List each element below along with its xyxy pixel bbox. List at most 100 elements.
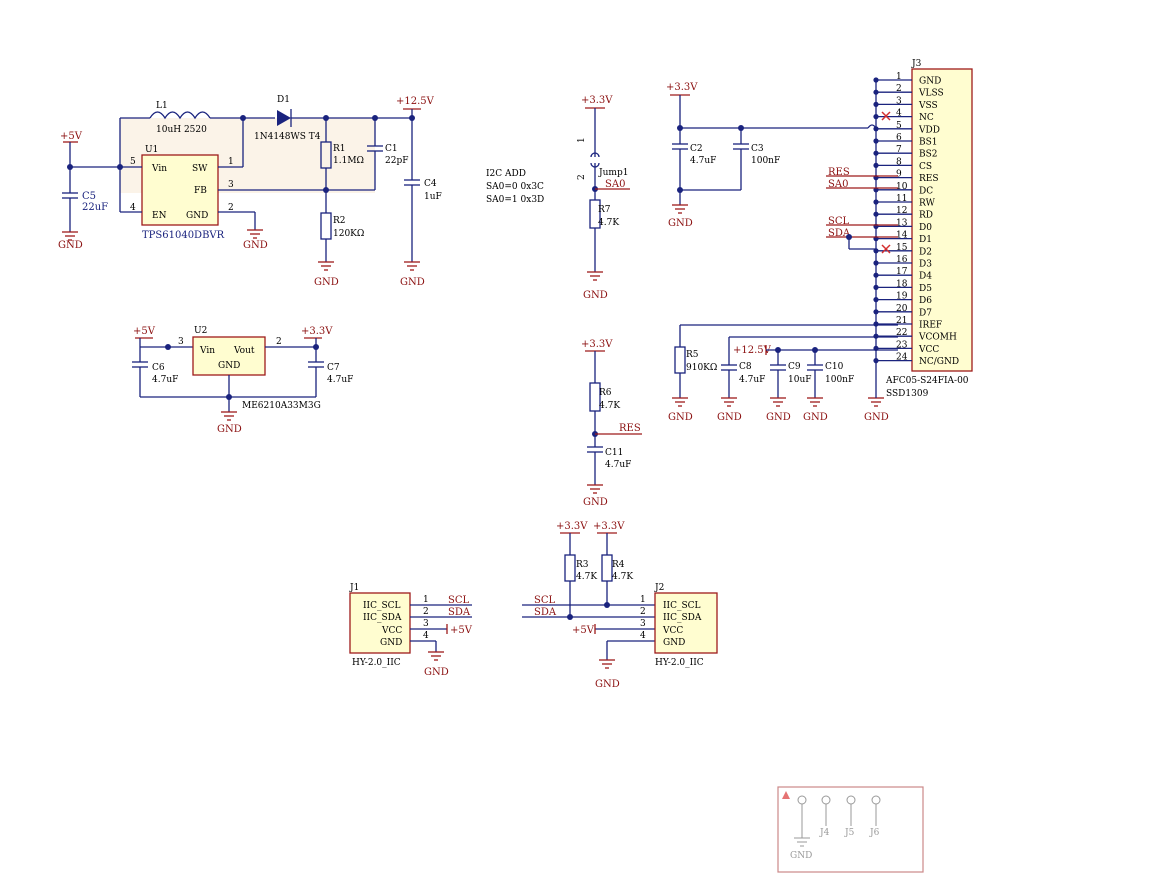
j2-vcc-net: +5V <box>572 625 595 636</box>
j1-pin4: GND <box>380 638 402 648</box>
hole-j5: J5 <box>844 828 855 838</box>
note-line-2: SA0=0 0x3C <box>486 182 544 192</box>
p33-label: +3.3V <box>301 326 333 337</box>
j3-pin-number: 4 <box>896 109 902 119</box>
j1-pin2: IIC_SDA <box>363 613 402 623</box>
j3-pin-number: 17 <box>896 267 908 277</box>
res-net: RES <box>619 423 641 434</box>
u1-p1: 1 <box>228 157 234 167</box>
u1-sw: SW <box>192 164 208 174</box>
u2-ref: U2 <box>194 326 207 336</box>
u1-p4: 4 <box>130 203 136 213</box>
u1-ref: U1 <box>145 145 158 155</box>
j2-ref: J2 <box>654 583 664 593</box>
j3-pin-number: 8 <box>896 157 902 167</box>
j2-body <box>654 592 718 654</box>
i2c-address-note: I2C ADD SA0=0 0x3C SA0=1 0x3D <box>486 169 544 205</box>
sa0-net: SA0 <box>605 179 625 190</box>
gnd-label: GND <box>583 497 608 508</box>
j1-vcc-net: +5V <box>450 625 473 636</box>
j3-pin-number: 3 <box>896 96 902 106</box>
r7-ref: R7 <box>598 205 611 215</box>
j1-ref: J1 <box>349 583 359 593</box>
hole-gnd: GND <box>790 851 812 861</box>
jump1-p2: 2 <box>577 174 587 180</box>
j1-pin1: IIC_SCL <box>363 601 401 611</box>
j1-pin3: VCC <box>381 626 402 636</box>
gnd-label: GND <box>217 424 242 435</box>
jump1-ref: Jump1 <box>598 168 628 178</box>
l1-ref: L1 <box>156 101 168 111</box>
p33-label: +3.3V <box>581 95 613 106</box>
j2-sda-net: SDA <box>534 607 557 618</box>
r1-val: 1.1MΩ <box>333 156 364 166</box>
c8-val: 4.7uF <box>739 375 765 385</box>
j3-pin-label: DC <box>919 186 933 196</box>
c5-ref: C5 <box>82 191 96 202</box>
p125-label: +12.5V <box>396 96 435 107</box>
gnd-label: GND <box>803 412 828 423</box>
j3-body <box>911 68 973 372</box>
j3-pin-number: 16 <box>896 255 908 265</box>
r1-ref: R1 <box>333 144 346 154</box>
j1-scl-net: SCL <box>448 595 470 606</box>
j2-part: HY-2.0_IIC <box>655 658 704 668</box>
u2-part: ME6210A33M3G <box>242 401 321 411</box>
j3-part2: SSD1309 <box>886 389 929 399</box>
j3-pin-label: D2 <box>919 247 932 257</box>
u2-gnd: GND <box>218 361 240 371</box>
r3-ref: R3 <box>576 560 589 570</box>
j3-pin-label: BS1 <box>919 138 938 148</box>
j3-pin-label: IREF <box>919 321 942 331</box>
gnd-label: GND <box>58 240 83 251</box>
r2-ref: R2 <box>333 216 346 226</box>
j3-pin-label: D1 <box>919 235 932 245</box>
j3-pin-label: RD <box>919 211 933 221</box>
j3-pin-label: GND <box>919 77 941 87</box>
j3-pin-label: VDD <box>918 125 940 135</box>
c10-val: 100nF <box>825 375 854 385</box>
l1-val: 10uH 2520 <box>156 125 207 135</box>
gnd-label: GND <box>766 412 791 423</box>
j1-part: HY-2.0_IIC <box>352 658 401 668</box>
j2-num3: 3 <box>640 619 646 629</box>
j3-sda-net: SDA <box>828 228 851 239</box>
gnd-label: GND <box>424 667 449 678</box>
j3-pin-number: 10 <box>896 182 908 192</box>
j3-pin-label: D7 <box>919 308 932 318</box>
j3-pin-number: 19 <box>896 292 908 302</box>
r4-ref: R4 <box>612 560 625 570</box>
d1-ref: D1 <box>277 95 290 105</box>
u2-vin: Vin <box>199 346 215 356</box>
c11-ref: C11 <box>605 448 623 458</box>
gnd-label: GND <box>668 412 693 423</box>
hole-j6: J6 <box>869 828 880 838</box>
j3-ref: J3 <box>911 59 922 69</box>
j3-pin-label: D4 <box>919 272 932 282</box>
p33-label: +3.3V <box>556 521 588 532</box>
note-line-1: I2C ADD <box>486 169 526 179</box>
c9-ref: C9 <box>788 362 801 372</box>
j3-pin-number: 13 <box>896 218 908 228</box>
c3-ref: C3 <box>751 144 764 154</box>
c4-ref: C4 <box>424 179 437 189</box>
u2-vout: Vout <box>233 346 255 356</box>
j3-sa0-net: SA0 <box>828 179 848 190</box>
sa0-jumper-block: +3.3V 1 2 Jump1 SA0 R7 4.7K GND <box>577 95 630 301</box>
gnd-label: GND <box>583 290 608 301</box>
j3-pin-label: BS2 <box>919 150 938 160</box>
j3-pin-number: 22 <box>896 328 907 338</box>
j3-pin-number: 15 <box>896 243 908 253</box>
u1-en: EN <box>152 211 167 221</box>
note-line-3: SA0=1 0x3D <box>486 195 544 205</box>
u1-part: TPS61040DBVR <box>142 230 225 241</box>
r5-ref: R5 <box>686 350 699 360</box>
j3-pin-label: VCC <box>918 345 939 355</box>
j3-pin-number: 9 <box>896 170 902 180</box>
j3-pin-number: 1 <box>896 72 902 82</box>
u1-p3: 3 <box>228 180 234 190</box>
j3-pin-label: NC <box>919 113 934 123</box>
vdd-decoupling-block: +3.3V C2 4.7uF C3 100nF GND <box>666 82 868 229</box>
